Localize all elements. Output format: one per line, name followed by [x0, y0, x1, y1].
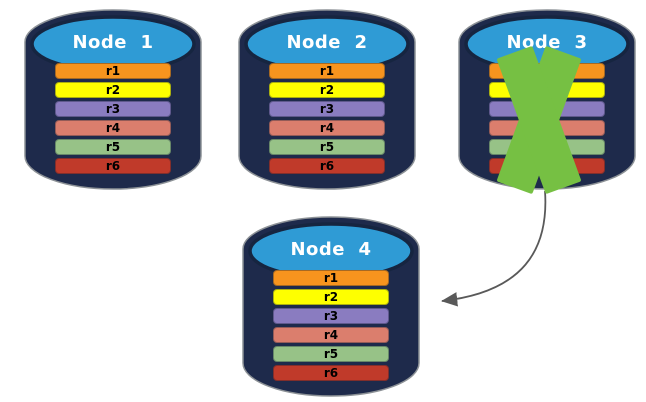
replica-row-label: r6 [105, 159, 121, 173]
node-label: Node 1 [72, 32, 154, 53]
replica-row-label: r2 [323, 290, 339, 304]
replica-row-label: r6 [323, 366, 339, 380]
replica-row-label: r5 [319, 140, 335, 154]
node-1: Node 1 r1 r2 r3 r4 r5 r6 [24, 8, 202, 190]
replica-row-label: r1 [319, 64, 335, 78]
replica-row-label: r4 [319, 121, 335, 135]
replica-row-label: r3 [105, 102, 121, 116]
replica-row-r6: r6 [55, 158, 171, 174]
replica-row-label: r3 [319, 102, 335, 116]
replica-row-label: r3 [323, 309, 339, 323]
node-label: Node 4 [290, 239, 372, 260]
node-4: Node 4 r1 r2 r3 r4 r5 r6 [242, 215, 420, 397]
replica-row-r1: r1 [55, 63, 171, 79]
replica-row-label: r6 [319, 159, 335, 173]
replica-row-r2: r2 [273, 289, 389, 305]
node-3: Node 3 r1 r2 r3 r4 r5 r6 [458, 8, 636, 195]
replica-row-r1: r1 [273, 270, 389, 286]
replica-row-r3: r3 [273, 308, 389, 324]
replica-row-r5: r5 [269, 139, 385, 155]
replica-row-r4: r4 [269, 120, 385, 136]
replica-row-r6: r6 [269, 158, 385, 174]
replica-row-label: r5 [323, 347, 339, 361]
replica-row-r5: r5 [273, 346, 389, 362]
replica-row-r4: r4 [55, 120, 171, 136]
replica-row-label: r2 [319, 83, 335, 97]
replica-row-r5: r5 [55, 139, 171, 155]
arrow-curve [441, 190, 547, 307]
replica-row-r1: r1 [269, 63, 385, 79]
replica-row-r3: r3 [55, 101, 171, 117]
replica-row-r2: r2 [55, 82, 171, 98]
replica-row-r6: r6 [273, 365, 389, 381]
replica-row-r3: r3 [269, 101, 385, 117]
replica-rows: r1 r2 r3 r4 r5 r6 [269, 63, 385, 177]
replica-row-label: r4 [105, 121, 121, 135]
replica-row-r4: r4 [273, 327, 389, 343]
node-2: Node 2 r1 r2 r3 r4 r5 r6 [238, 8, 416, 190]
replica-row-label: r1 [105, 64, 121, 78]
replica-rows: r1 r2 r3 r4 r5 r6 [273, 270, 389, 384]
replica-row-r2: r2 [269, 82, 385, 98]
node-label: Node 2 [286, 32, 368, 53]
replica-row-label: r5 [105, 140, 121, 154]
replica-row-label: r1 [323, 271, 339, 285]
replica-rows: r1 r2 r3 r4 r5 r6 [55, 63, 171, 177]
replica-row-label: r2 [105, 83, 121, 97]
replica-row-label: r4 [323, 328, 339, 342]
